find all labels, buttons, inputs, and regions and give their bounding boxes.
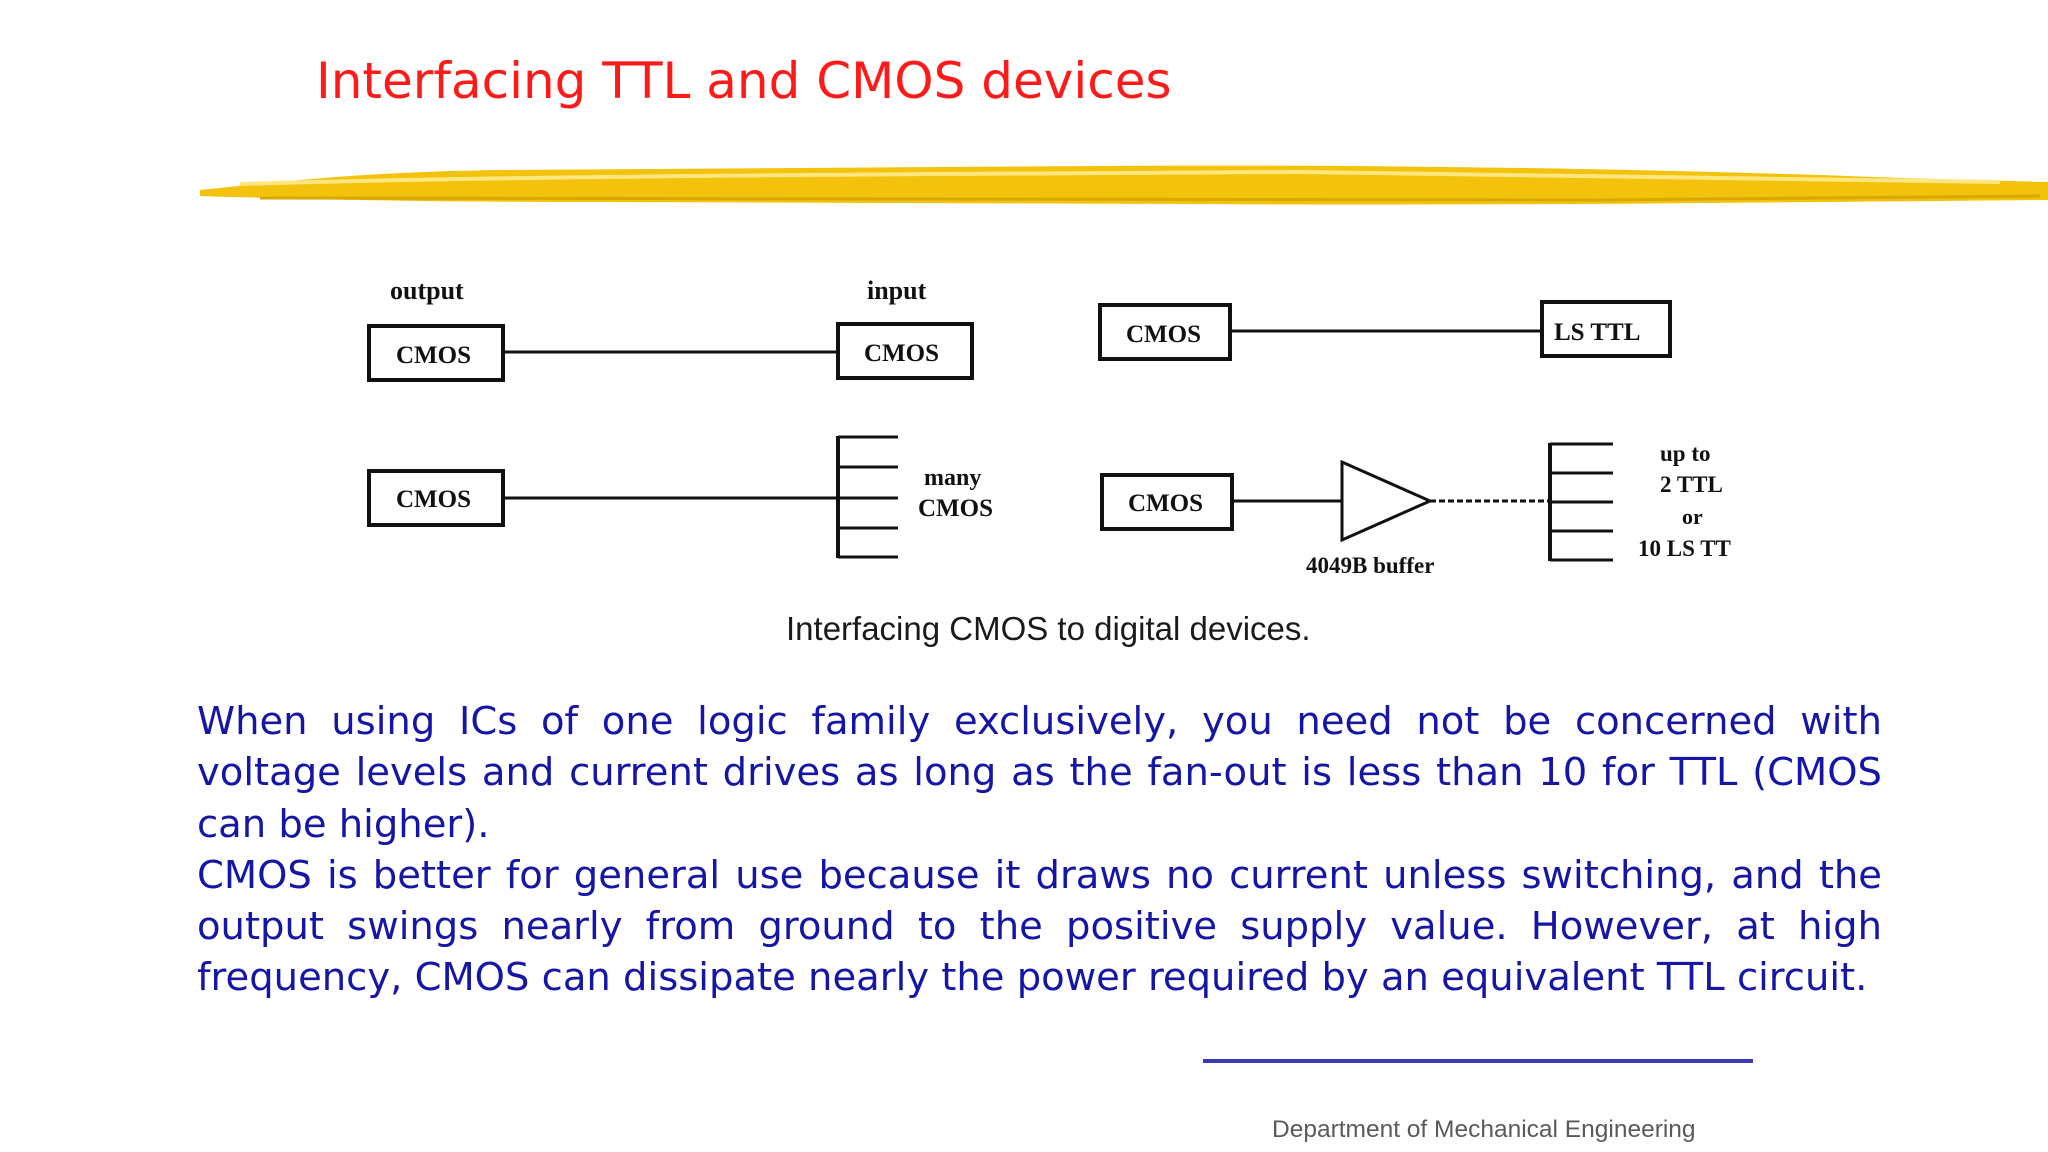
footer-department: Department of Mechanical Engineering <box>1272 1116 1696 1143</box>
buffer-triangle <box>1340 459 1434 543</box>
cmos-interfacing-diagram: output input CMOS CMOS CMOS LS TTL CMOS … <box>367 276 1731 578</box>
input-label: input <box>867 276 927 305</box>
buffer-label: 4049B buffer <box>1306 553 1434 578</box>
cmos-label: CMOS <box>864 340 939 367</box>
ls-ttl-label: LS TTL <box>1554 319 1640 346</box>
cmos-label: CMOS <box>1128 490 1203 517</box>
ttl-fanout-bus <box>1548 442 1613 562</box>
paragraph-fanout: When using ICs of one logic family exclu… <box>197 699 1882 847</box>
or-label: or <box>1682 504 1703 529</box>
yellow-brush-stroke <box>200 165 2048 205</box>
cmos-label: CMOS <box>1126 321 1201 348</box>
paragraph-cmos-advantage: CMOS is better for general use because i… <box>197 852 1882 1001</box>
diagram-caption: Interfacing CMOS to digital devices. <box>786 610 1311 647</box>
many-cmos-label: CMOS <box>918 495 993 522</box>
cmos-label: CMOS <box>396 486 471 513</box>
cmos-label: CMOS <box>396 342 471 369</box>
two-ttl-label: 2 TTL <box>1660 472 1723 497</box>
body-text: When using ICs of one logic family exclu… <box>197 696 1882 1004</box>
footer-divider <box>1203 1059 1753 1063</box>
many-cmos-fanout-bus <box>836 435 898 559</box>
many-label: many <box>924 465 981 491</box>
ten-ls-ttl-label: 10 LS TT <box>1638 536 1731 561</box>
slide-title: Interfacing TTL and CMOS devices <box>316 52 1172 110</box>
ls-ttl-box <box>1540 300 1672 358</box>
output-label: output <box>390 276 464 305</box>
upto-label: up to <box>1660 441 1711 466</box>
